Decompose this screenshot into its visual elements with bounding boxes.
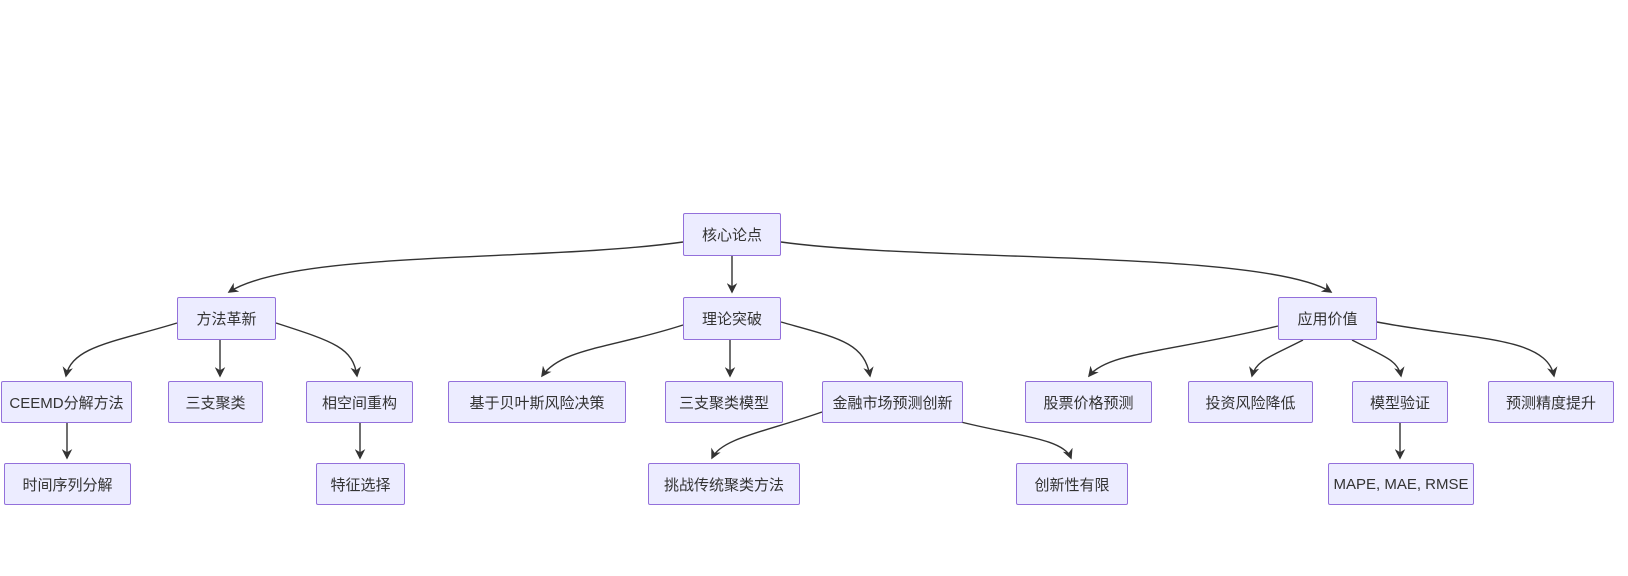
- node-phase-space-reconstruction: 相空间重构: [306, 381, 413, 423]
- node-stock-price-prediction: 股票价格预测: [1025, 381, 1152, 423]
- node-three-way-clustering: 三支聚类: [168, 381, 263, 423]
- node-stock-price-prediction-label: 股票价格预测: [1043, 394, 1134, 412]
- edge-application-to-stock-pred: [1088, 325, 1279, 378]
- node-limited-novelty: 创新性有限: [1016, 463, 1128, 505]
- node-application-value-label: 应用价值: [1297, 311, 1358, 328]
- node-feature-selection: 特征选择: [316, 463, 405, 505]
- node-ceemd-decomposition: CEEMD分解方法: [1, 381, 132, 423]
- edge-root-to-method: [227, 241, 684, 293]
- node-investment-risk-reduction-label: 投资风险降低: [1205, 394, 1296, 412]
- node-three-way-clustering-model: 三支聚类模型: [665, 381, 783, 423]
- node-metrics-mape-mae-rmse-label: MAPE, MAE, RMSE: [1333, 475, 1469, 493]
- node-model-validation: 模型验证: [1352, 381, 1448, 423]
- node-time-series-decomposition: 时间序列分解: [4, 463, 131, 505]
- node-time-series-decomposition-label: 时间序列分解: [22, 476, 113, 494]
- edge-application-to-accuracy: [1376, 321, 1558, 378]
- node-theory-breakthrough-label: 理论突破: [701, 311, 762, 328]
- node-bayesian-risk-decision-label: 基于贝叶斯风险决策: [469, 394, 605, 412]
- node-theory-breakthrough: 理论突破: [683, 297, 781, 340]
- node-three-way-clustering-model-label: 三支聚类模型: [678, 394, 769, 412]
- node-forecast-accuracy-improvement-label: 预测精度提升: [1505, 394, 1596, 412]
- node-phase-space-reconstruction-label: 相空间重构: [321, 394, 397, 412]
- node-bayesian-risk-decision: 基于贝叶斯风险决策: [448, 381, 626, 423]
- edge-application-to-model-valid: [1351, 339, 1405, 378]
- node-financial-forecast-innovation: 金融市场预测创新: [822, 381, 963, 423]
- node-forecast-accuracy-improvement: 预测精度提升: [1488, 381, 1614, 423]
- node-challenge-traditional-clustering: 挑战传统聚类方法: [648, 463, 800, 505]
- edge-method-to-phase-space: [275, 322, 361, 378]
- node-three-way-clustering-label: 三支聚类: [185, 394, 246, 412]
- node-limited-novelty-label: 创新性有限: [1034, 476, 1110, 494]
- node-ceemd-decomposition-label: CEEMD分解方法: [9, 394, 124, 412]
- edge-method-to-ceemd: [62, 322, 178, 378]
- node-challenge-traditional-clustering-label: 挑战传统聚类方法: [663, 476, 784, 494]
- edge-application-to-invest-risk: [1249, 339, 1304, 378]
- node-application-value: 应用价值: [1278, 297, 1377, 340]
- node-metrics-mape-mae-rmse: MAPE, MAE, RMSE: [1328, 463, 1474, 505]
- node-method-innovation-label: 方法革新: [196, 311, 257, 328]
- node-financial-forecast-innovation-label: 金融市场预测创新: [832, 394, 953, 412]
- edge-theory-to-fin-innovation: [780, 321, 874, 378]
- node-model-validation-label: 模型验证: [1369, 394, 1430, 412]
- edge-root-to-application: [780, 241, 1333, 293]
- edge-fin-innovation-to-limited: [956, 420, 1073, 460]
- edge-fin-innovation-to-challenge: [711, 411, 823, 460]
- node-feature-selection-label: 特征选择: [330, 476, 391, 494]
- node-core-thesis-label: 核心论点: [701, 227, 762, 244]
- node-investment-risk-reduction: 投资风险降低: [1188, 381, 1313, 423]
- edge-theory-to-bayes: [541, 324, 684, 378]
- node-core-thesis: 核心论点: [683, 213, 781, 256]
- node-method-innovation: 方法革新: [177, 297, 276, 340]
